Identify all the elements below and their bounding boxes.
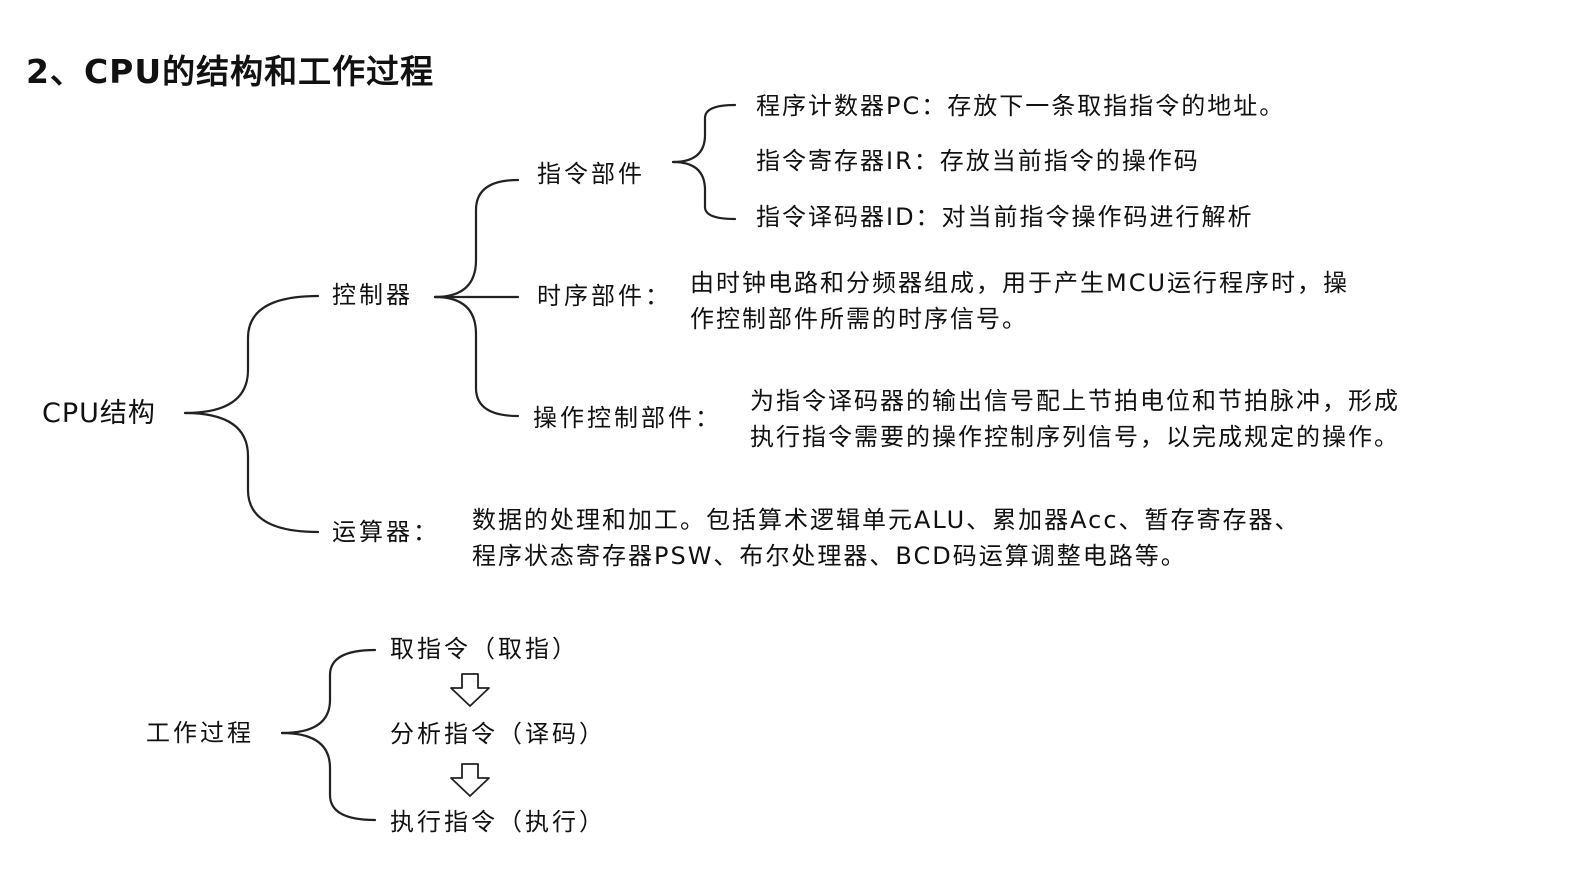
timing-unit-desc-line2: 作控制部件所需的时序信号。 [690, 305, 1028, 333]
cpu-structure-brace-lower [183, 411, 320, 534]
controller-label: 控制器 [332, 281, 413, 309]
down-arrow-icon-2 [450, 763, 490, 797]
process-step-decode: 分析指令（译码） [390, 720, 606, 748]
alu-description: 数据的处理和加工。包括算术逻辑单元ALU、累加器Acc、暂存寄存器、 程序状态寄… [472, 502, 1301, 574]
instruction-item-ir: 指令寄存器IR：存放当前指令的操作码 [756, 147, 1200, 175]
process-step-execute: 执行指令（执行） [390, 808, 606, 836]
operation-unit-desc-line2: 执行指令需要的操作控制序列信号，以完成规定的操作。 [750, 423, 1400, 451]
process-step-fetch: 取指令（取指） [390, 635, 579, 663]
process-brace-upper [280, 648, 377, 735]
instruction-unit-brace-upper [671, 103, 737, 164]
operation-unit-label: 操作控制部件： [533, 404, 722, 432]
timing-unit-desc-line1: 由时钟电路和分频器组成，用于产生MCU运行程序时，操 [690, 269, 1350, 297]
work-process-label: 工作过程 [146, 719, 254, 747]
process-brace-lower [280, 731, 377, 822]
instruction-unit-brace-lower [671, 160, 737, 221]
page-title: 2、CPU的结构和工作过程 [26, 52, 435, 91]
operation-unit-desc-line1: 为指令译码器的输出信号配上节拍电位和节拍脉冲，形成 [750, 387, 1400, 415]
controller-brace-lower [433, 295, 520, 418]
operation-unit-description: 为指令译码器的输出信号配上节拍电位和节拍脉冲，形成 执行指令需要的操作控制序列信… [750, 383, 1400, 455]
cpu-structure-label: CPU结构 [42, 398, 156, 429]
down-arrow-icon-1 [450, 673, 490, 707]
alu-desc-line1: 数据的处理和加工。包括算术逻辑单元ALU、累加器Acc、暂存寄存器、 [472, 506, 1301, 534]
instruction-unit-label: 指令部件 [537, 160, 645, 188]
instruction-item-id: 指令译码器ID：对当前指令操作码进行解析 [756, 203, 1254, 231]
controller-brace-upper [433, 178, 520, 299]
timing-unit-label: 时序部件： [537, 282, 672, 310]
alu-label: 运算器： [332, 518, 440, 546]
cpu-structure-brace [183, 294, 320, 415]
alu-desc-line2: 程序状态寄存器PSW、布尔处理器、BCD码运算调整电路等。 [472, 542, 1187, 570]
timing-unit-description: 由时钟电路和分频器组成，用于产生MCU运行程序时，操 作控制部件所需的时序信号。 [690, 265, 1349, 337]
instruction-item-pc: 程序计数器PC：存放下一条取指指令的地址。 [756, 92, 1286, 120]
